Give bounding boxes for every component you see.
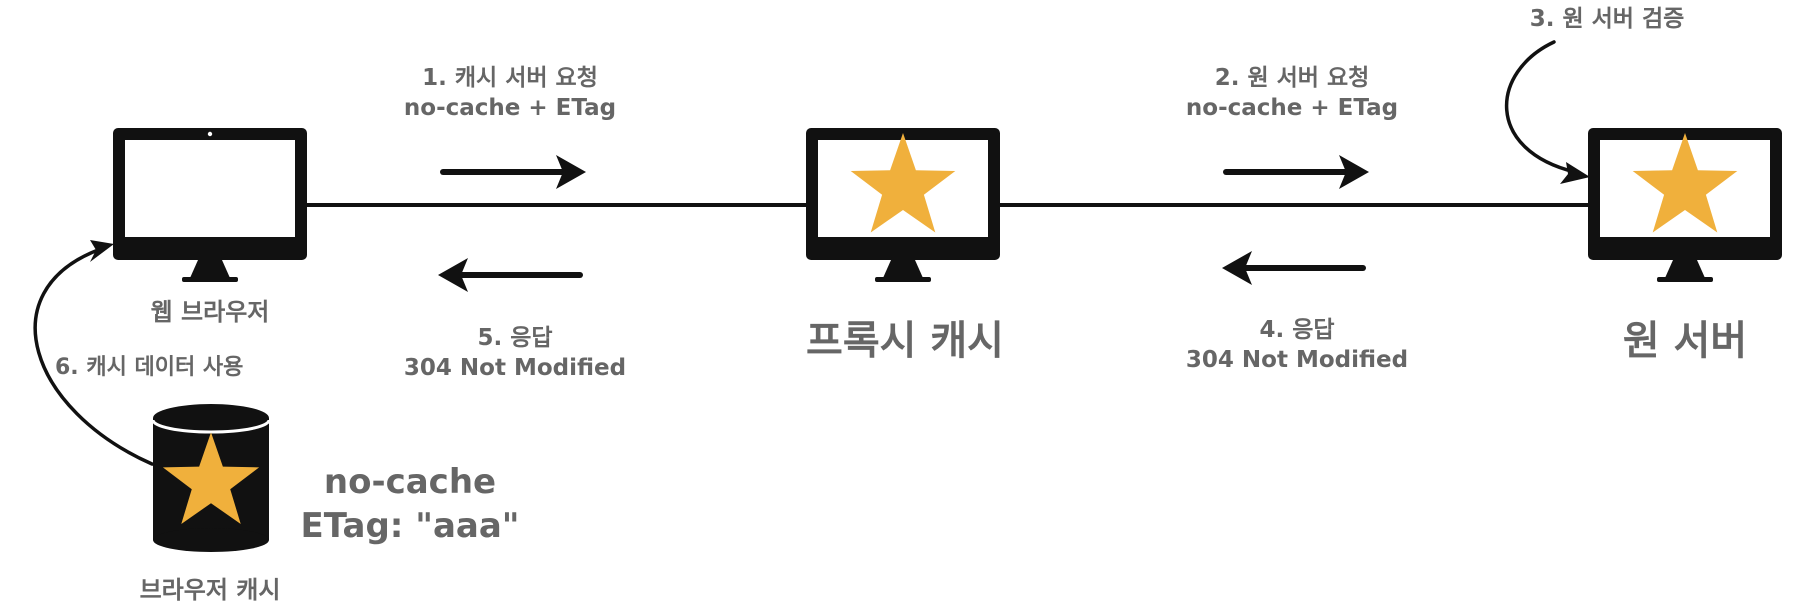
arrow-request-to-proxy [440, 155, 586, 189]
step-1-label: 1. 캐시 서버 요청 no-cache + ETag [390, 64, 630, 124]
browser-monitor-icon [113, 128, 307, 282]
step-1-detail: no-cache + ETag [403, 94, 617, 121]
cache-note: no-cache ETag: "aaa" [300, 460, 520, 548]
browser-cache-label: 브라우저 캐시 [139, 576, 281, 604]
step-3-label: 3. 원 서버 검증 [1529, 6, 1685, 32]
step-5-label: 5. 응답 304 Not Modified [390, 324, 640, 384]
step-5-detail: 304 Not Modified [403, 354, 627, 381]
step-2-title: 2. 원 서버 요청 [1214, 65, 1370, 91]
arrow-use-cache-data [33, 240, 154, 466]
browser-label: 웹 브라우저 [150, 298, 270, 326]
arrow-origin-validation [1505, 40, 1590, 184]
cache-note-line2: ETag: "aaa" [300, 506, 520, 547]
step-4-label: 4. 응답 304 Not Modified [1172, 316, 1422, 376]
step-2-label: 2. 원 서버 요청 no-cache + ETag [1172, 64, 1412, 124]
arrow-response-from-origin [1222, 251, 1366, 285]
arrow-response-from-proxy [438, 258, 583, 292]
browser-cache-database-icon [151, 404, 271, 552]
cache-note-line1: no-cache [323, 462, 497, 502]
step-4-detail: 304 Not Modified [1185, 346, 1409, 373]
arrow-request-to-origin [1223, 155, 1369, 189]
step-5-title: 5. 응답 [477, 325, 553, 351]
step-4-title: 4. 응답 [1259, 317, 1335, 343]
step-2-detail: no-cache + ETag [1185, 94, 1399, 121]
step-1-title: 1. 캐시 서버 요청 [422, 65, 598, 91]
proxy-label: 프록시 캐시 [806, 318, 1004, 364]
origin-label: 원 서버 [1622, 318, 1748, 364]
step-6-label: 6. 캐시 데이터 사용 [55, 355, 244, 380]
